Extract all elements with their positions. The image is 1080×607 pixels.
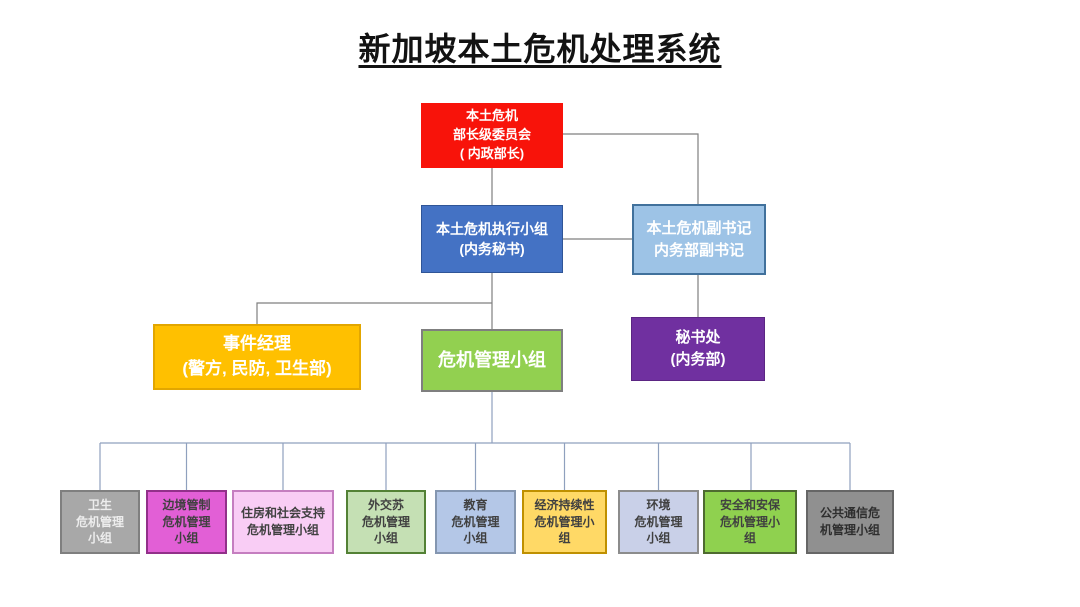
node-housing-social-support-crisis-team: 住房和社会支持 危机管理小组 bbox=[232, 490, 334, 554]
connector-committee-to-deputy bbox=[563, 133, 699, 204]
node-crisis-management-group: 危机管理小组 bbox=[421, 329, 563, 392]
node-foreign-affairs-crisis-team: 外交苏 危机管理 小组 bbox=[346, 490, 426, 554]
node-secretariat: 秘书处 (内务部) bbox=[631, 317, 765, 381]
lower-connectors bbox=[99, 392, 851, 490]
node-safety-security-crisis-team: 安全和安保 危机管理小 组 bbox=[703, 490, 797, 554]
node-environment-crisis-team: 环境 危机管理 小组 bbox=[618, 490, 699, 554]
node-deputy-secretary: 本土危机副书记 内务部副书记 bbox=[632, 204, 766, 275]
upper-connectors bbox=[256, 133, 699, 329]
node-economic-sustainability-crisis-team: 经济持续性 危机管理小 组 bbox=[522, 490, 607, 554]
node-border-control-crisis-team: 边境管制 危机管理 小组 bbox=[146, 490, 227, 554]
node-health-crisis-team: 卫生 危机管理 小组 bbox=[60, 490, 140, 554]
node-public-communication-crisis-team: 公共通信危 机管理小组 bbox=[806, 490, 894, 554]
connector-branch-to-incident-manager bbox=[256, 302, 492, 324]
node-ministerial-committee: 本土危机 部长级委员会 ( 内政部长) bbox=[421, 103, 563, 168]
node-incident-manager: 事件经理 (警方, 民防, 卫生部) bbox=[153, 324, 361, 390]
node-education-crisis-team: 教育 危机管理 小组 bbox=[435, 490, 516, 554]
node-executive-group: 本土危机执行小组 (内务秘书) bbox=[421, 205, 563, 273]
diagram-title: 新加坡本土危机处理系统 bbox=[358, 30, 722, 68]
